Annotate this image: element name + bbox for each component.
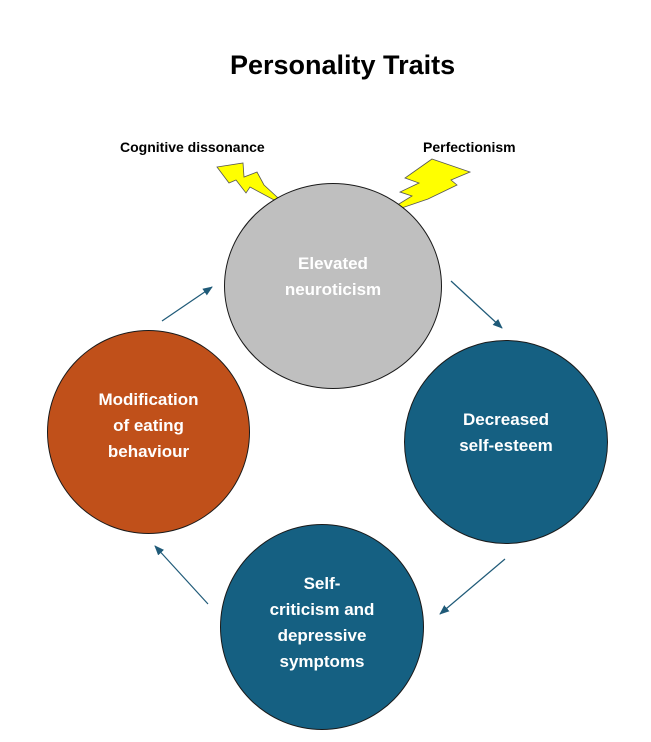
node-elevated-neuroticism: Elevated neuroticism [224,183,442,389]
arrow-top-to-right [450,280,503,329]
node-self-criticism: Self- criticism and depressive symptoms [220,524,424,730]
node-decreased-self-esteem: Decreased self-esteem [404,340,608,544]
arrow-bottom-to-left [154,545,209,605]
arrow-left-to-top [161,286,213,322]
node-label: Elevated neuroticism [284,254,382,299]
arrow-right-to-bottom [439,558,506,615]
trigger-label-cognitive-dissonance: Cognitive dissonance [120,139,265,155]
node-label: Decreased self-esteem [459,410,553,455]
trigger-label-perfectionism: Perfectionism [423,139,516,155]
node-label: Modification of eating behaviour [98,390,199,461]
node-label: Self- criticism and depressive symptoms [269,574,375,671]
diagram-title: Personality Traits [230,50,456,80]
node-modification-eating: Modification of eating behaviour [47,330,250,534]
